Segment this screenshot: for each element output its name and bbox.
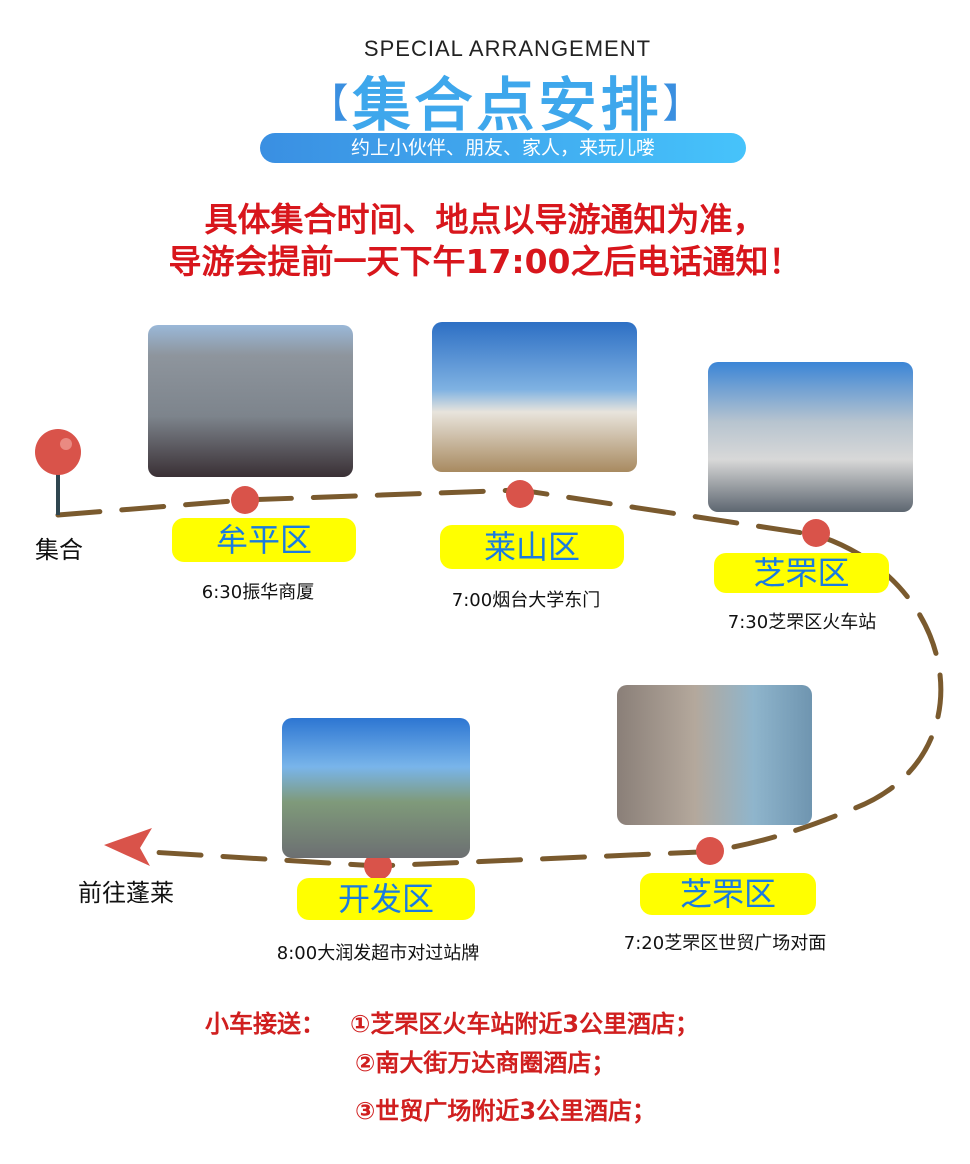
arrow-left-icon	[104, 828, 152, 866]
bracket-right: 】	[662, 81, 707, 127]
stop-caption: 6:30振华商厦	[201, 582, 315, 603]
tagline-banner: 约上小伙伴、朋友、家人，来玩儿喽	[260, 133, 746, 163]
stop-dot-icon	[802, 519, 830, 547]
district-label: 开发区	[297, 878, 475, 920]
title-text: 集合点安排	[352, 71, 663, 139]
photo-development-zone	[282, 718, 470, 858]
stop-dot-icon	[506, 480, 534, 508]
notice-line-1: 具体集合时间、地点以导游通知为准，	[204, 200, 766, 239]
stop-dot-icon	[231, 486, 259, 514]
shuttle-label: 小车接送：	[205, 1010, 325, 1038]
stop-dots	[231, 480, 830, 880]
subtitle-en: SPECIAL ARRANGEMENT	[363, 36, 652, 61]
district-label: 牟平区	[172, 518, 356, 562]
photo-yantai-university-gate	[432, 322, 637, 472]
page-title: 【集合点安排】	[0, 58, 970, 142]
district-label: 芝罘区	[640, 873, 816, 915]
district-label: 芝罘区	[714, 553, 889, 593]
district-label: 莱山区	[440, 525, 624, 569]
photo-railway-station	[708, 362, 913, 512]
end-label: 前往蓬莱	[78, 879, 174, 907]
start-pin-icon	[35, 429, 81, 475]
stop-caption: 7:20芝罘区世贸广场对面	[623, 933, 827, 954]
start-label: 集合	[35, 536, 83, 564]
dashed-route-line	[55, 487, 944, 869]
photo-zhenhua-mall	[148, 325, 353, 477]
shuttle-item: ③世贸广场附近3公里酒店；	[355, 1097, 657, 1125]
shuttle-item: ②南大街万达商圈酒店；	[355, 1049, 616, 1077]
stop-dot-icon	[364, 852, 392, 880]
photo-world-trade-plaza	[617, 685, 812, 825]
stop-dot-icon	[696, 837, 724, 865]
notice-line-2: 导游会提前一天下午17:00之后电话通知！	[168, 242, 802, 281]
bracket-left: 【	[308, 81, 353, 127]
stop-caption: 7:00烟台大学东门	[451, 590, 601, 611]
stop-caption: 7:30芝罘区火车站	[727, 612, 877, 633]
shuttle-item: ①芝罘区火车站附近3公里酒店；	[350, 1010, 700, 1038]
stop-caption: 8:00大润发超市对过站牌	[276, 943, 480, 964]
